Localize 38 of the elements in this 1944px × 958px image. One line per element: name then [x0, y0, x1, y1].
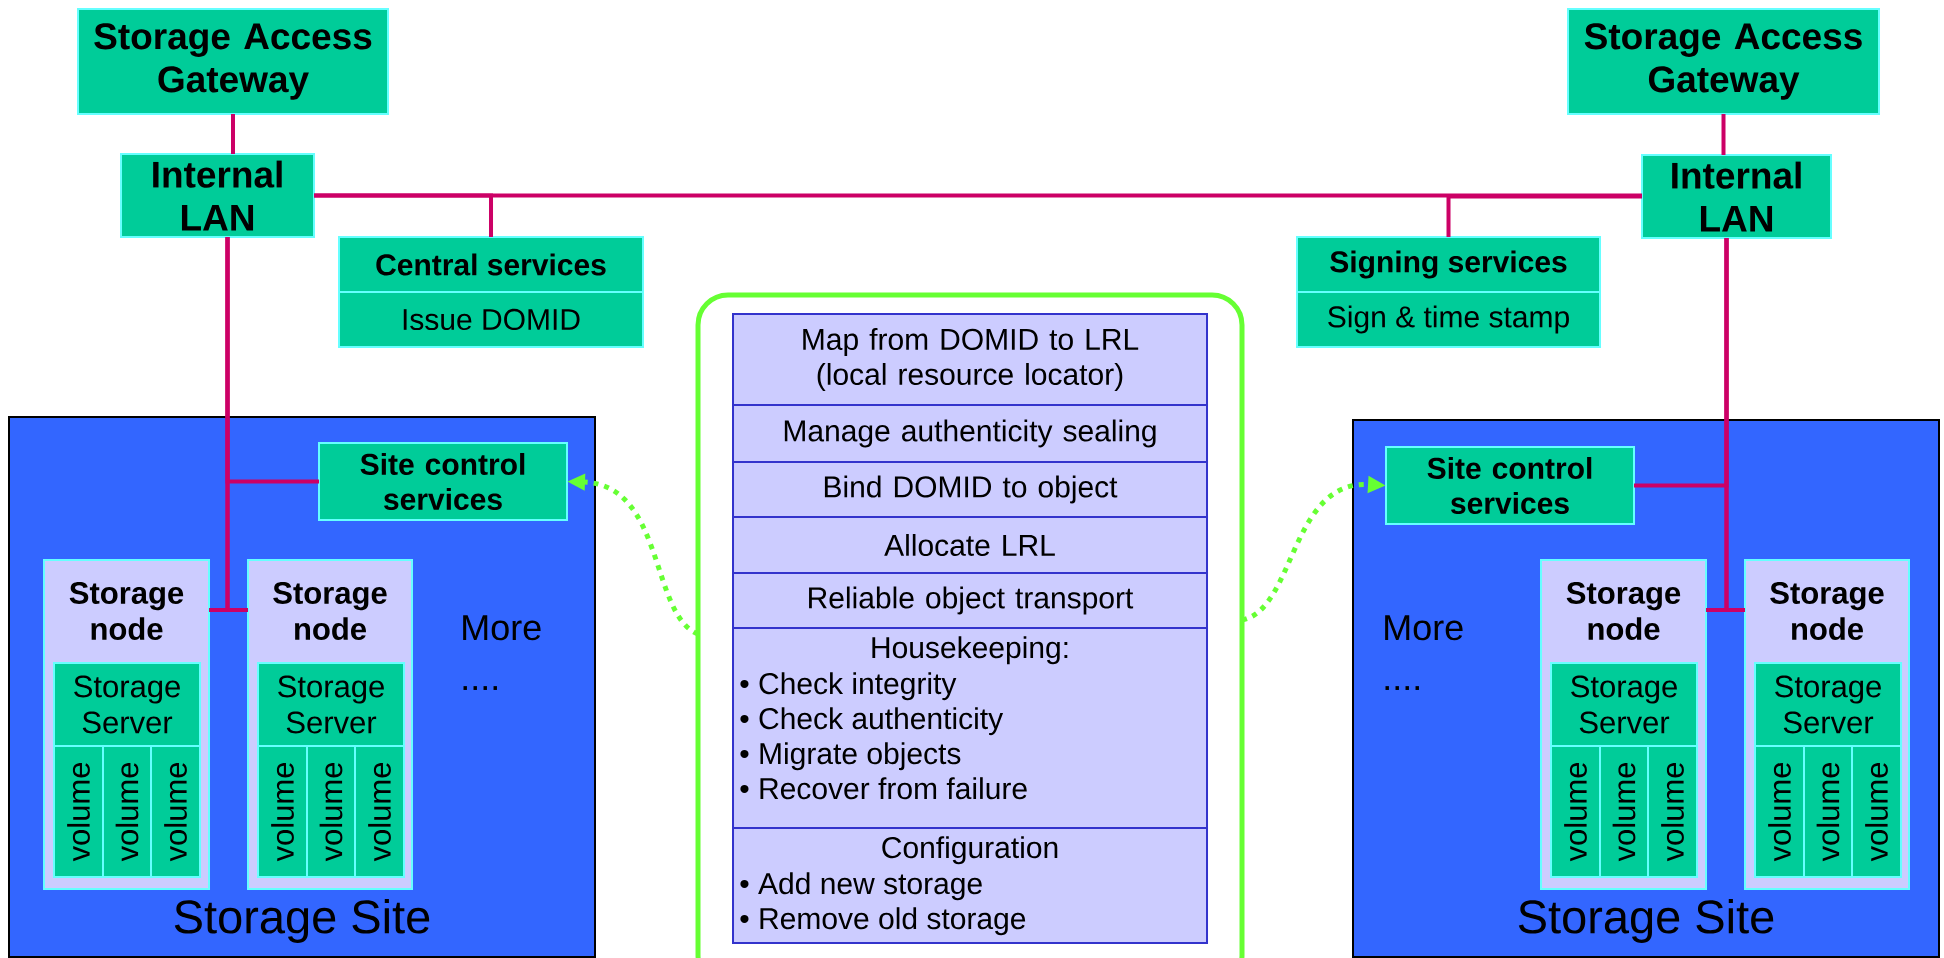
function-row: Manage authenticity sealing: [732, 404, 1208, 463]
volume-box: volume: [1647, 745, 1698, 878]
volume-box: volume: [354, 745, 405, 878]
network-line: [314, 193, 493, 237]
server-box: Storage Server: [53, 662, 201, 747]
function-row: Bind DOMID to object: [732, 461, 1208, 518]
volume-box: volume: [1803, 745, 1853, 878]
volume-box: volume: [102, 745, 152, 878]
control-box: Site control services: [1385, 446, 1635, 525]
more-text: More ....: [463, 615, 541, 690]
volume-box: volume: [1754, 745, 1805, 878]
function-row: Configuration • Add new storage • Remove old storage: [732, 827, 1208, 944]
volume-box: volume: [1851, 745, 1902, 878]
volume-box: volume: [257, 745, 308, 878]
function-row: Reliable object transport: [732, 572, 1208, 629]
more-text: More ....: [1385, 615, 1463, 690]
lan-box: Internal LAN: [120, 153, 315, 238]
server-box: Storage Server: [257, 662, 405, 747]
network-line: [1724, 238, 1745, 612]
volume-box: volume: [1550, 745, 1601, 878]
gateway-box: Storage Access Gateway: [1567, 8, 1880, 115]
service-box: Signing services Sign & time stamp: [1296, 236, 1601, 348]
service-box: Central services Issue DOMID: [338, 236, 644, 348]
lan-box: Internal LAN: [1641, 154, 1832, 239]
network-line: [225, 237, 248, 612]
network-line: [1721, 114, 1726, 155]
function-row: Allocate LRL: [732, 516, 1208, 574]
gateway-box: Storage Access Gateway: [77, 8, 389, 115]
volume-box: volume: [1599, 745, 1649, 878]
volume-box: volume: [306, 745, 356, 878]
server-box: Storage Server: [1754, 662, 1902, 747]
server-box: Storage Server: [1550, 662, 1698, 747]
volume-box: volume: [150, 745, 201, 878]
network-line: [1446, 194, 1642, 237]
control-box: Site control services: [318, 442, 568, 521]
function-row: Map from DOMID to LRL (local resource locator): [732, 313, 1208, 406]
volume-box: volume: [53, 745, 104, 878]
network-line: [231, 114, 235, 154]
